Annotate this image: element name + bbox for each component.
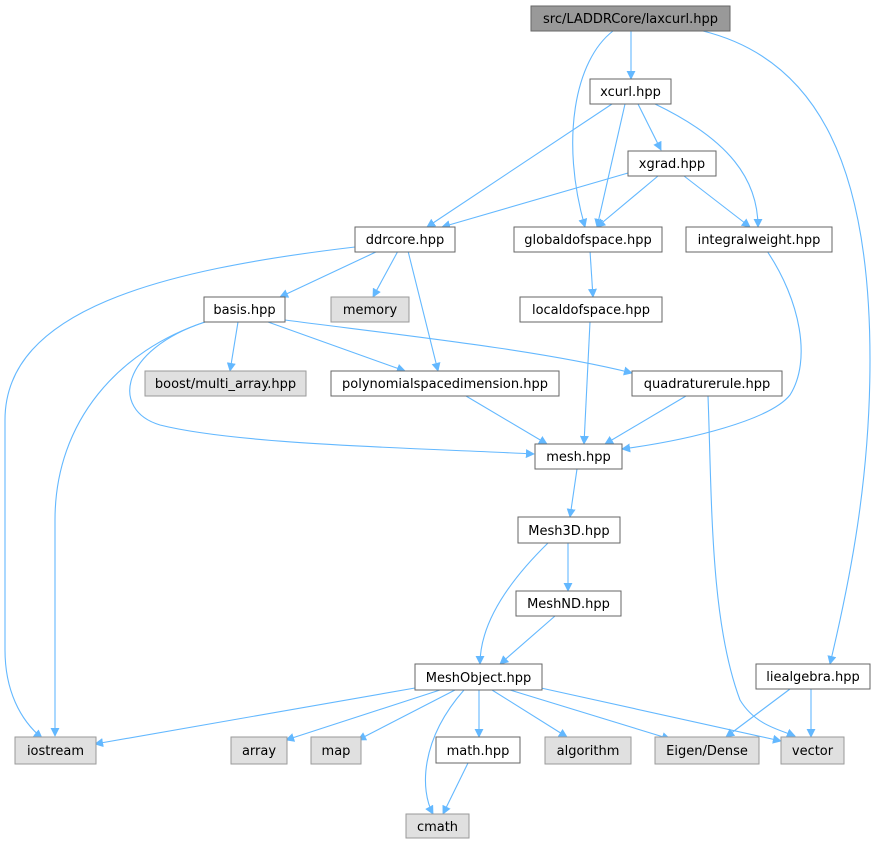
dependency-edges — [4, 30, 871, 815]
node-localdofspace[interactable]: localdofspace.hpp — [519, 296, 663, 323]
node-mesh3d[interactable]: Mesh3D.hpp — [517, 516, 621, 544]
node-polynomialspacedimension[interactable]: polynomialspacedimension.hpp — [330, 370, 560, 397]
edge-xgrad-integralweight — [683, 175, 751, 228]
svg-text:Eigen/Dense: Eigen/Dense — [666, 744, 748, 759]
edge-xgrad-ddrcore — [441, 172, 629, 230]
edge-xcurl-integralweight — [654, 103, 763, 228]
node-liealgebra[interactable]: liealgebra.hpp — [755, 663, 871, 690]
edge-meshobject-vector — [540, 687, 782, 744]
node-quadraturerule[interactable]: quadraturerule.hpp — [631, 370, 783, 397]
edge-xcurl-ddrcore — [426, 103, 613, 228]
edge-meshobject-algorithm — [491, 689, 568, 738]
node-mesh[interactable]: mesh.hpp — [534, 443, 623, 470]
svg-text:algorithm: algorithm — [557, 744, 620, 759]
svg-text:localdofspace.hpp: localdofspace.hpp — [532, 303, 650, 318]
svg-text:array: array — [242, 744, 276, 759]
edge-basis-boost — [226, 321, 239, 372]
svg-text:math.hpp: math.hpp — [447, 744, 510, 759]
svg-text:src/LADDRCore/laxcurl.hpp: src/LADDRCore/laxcurl.hpp — [543, 12, 718, 27]
edge-localdofspace-mesh — [579, 321, 591, 445]
node-map[interactable]: map — [310, 736, 362, 765]
edge-meshobject-map — [357, 689, 456, 741]
edge-basis-quadraturerule — [284, 319, 633, 376]
node-xgrad[interactable]: xgrad.hpp — [627, 150, 717, 177]
node-xcurl[interactable]: xcurl.hpp — [589, 78, 672, 105]
edge-meshobject-iostream — [94, 687, 416, 748]
edge-laxcurl-globaldofspace — [572, 30, 614, 228]
node-algorithm[interactable]: algorithm — [544, 736, 632, 765]
svg-text:polynomialspacedimension.hpp: polynomialspacedimension.hpp — [342, 377, 548, 392]
edge-laxcurl-liealgebra — [702, 30, 871, 665]
svg-text:basis.hpp: basis.hpp — [213, 303, 275, 318]
edge-xcurl-globaldofspace — [594, 103, 626, 228]
node-ddrcore[interactable]: ddrcore.hpp — [354, 226, 456, 253]
node-iostream[interactable]: iostream — [14, 736, 97, 765]
svg-text:ddrcore.hpp: ddrcore.hpp — [366, 233, 445, 248]
svg-text:map: map — [322, 744, 351, 759]
edge-liealgebra-eigen-dense — [725, 688, 791, 738]
edge-integralweight-mesh — [621, 250, 802, 453]
svg-text:iostream: iostream — [27, 744, 84, 759]
edge-meshobject-cmath — [424, 689, 465, 815]
svg-text:MeshND.hpp: MeshND.hpp — [527, 597, 610, 612]
node-vector[interactable]: vector — [780, 736, 845, 765]
svg-text:mesh.hpp: mesh.hpp — [546, 450, 611, 465]
node-laxcurl[interactable]: src/LADDRCore/laxcurl.hpp — [530, 5, 731, 32]
node-basis[interactable]: basis.hpp — [203, 296, 286, 323]
edge-ddrcore-polynomialspacedimension — [407, 250, 441, 372]
file-nodes: src/LADDRCore/laxcurl.hpp xcurl.hpp xgra… — [14, 5, 871, 839]
node-meshobject[interactable]: MeshObject.hpp — [414, 663, 543, 691]
svg-text:boost/multi_array.hpp: boost/multi_array.hpp — [155, 377, 296, 392]
svg-text:cmath: cmath — [417, 820, 458, 835]
edge-globaldofspace-localdofspace — [587, 250, 597, 298]
svg-text:liealgebra.hpp: liealgebra.hpp — [766, 670, 860, 685]
edge-ddrcore-memory — [372, 250, 399, 298]
edge-quadraturerule-vector — [707, 395, 796, 738]
edge-xcurl-xgrad — [637, 103, 662, 151]
node-memory[interactable]: memory — [330, 296, 410, 323]
node-globaldofspace[interactable]: globaldofspace.hpp — [513, 226, 663, 253]
node-array[interactable]: array — [230, 736, 288, 765]
node-cmath[interactable]: cmath — [405, 813, 470, 839]
edge-mesh-mesh3d — [566, 468, 578, 518]
edge-basis-polynomialspacedimension — [267, 321, 406, 373]
svg-text:integralweight.hpp: integralweight.hpp — [698, 233, 821, 248]
svg-text:xgrad.hpp: xgrad.hpp — [639, 157, 705, 172]
edge-math-cmath — [442, 762, 469, 815]
node-eigen-dense[interactable]: Eigen/Dense — [654, 736, 760, 765]
svg-text:Mesh3D.hpp: Mesh3D.hpp — [528, 524, 609, 539]
svg-text:quadraturerule.hpp: quadraturerule.hpp — [644, 377, 770, 392]
svg-text:memory: memory — [343, 303, 398, 318]
edge-xgrad-globaldofspace — [596, 175, 659, 228]
svg-text:xcurl.hpp: xcurl.hpp — [600, 85, 661, 100]
node-math[interactable]: math.hpp — [435, 736, 521, 764]
edge-meshobject-eigen-dense — [509, 689, 671, 741]
svg-text:vector: vector — [792, 744, 834, 759]
edge-meshnd-meshobject — [499, 615, 556, 665]
node-meshnd[interactable]: MeshND.hpp — [515, 590, 622, 617]
edge-meshobject-array — [285, 689, 441, 742]
svg-text:globaldofspace.hpp: globaldofspace.hpp — [524, 233, 651, 248]
node-integralweight[interactable]: integralweight.hpp — [685, 226, 833, 253]
edge-polynomialspacedimension-mesh — [465, 395, 548, 445]
node-boost-multi-array[interactable]: boost/multi_array.hpp — [144, 370, 307, 397]
edge-ddrcore-iostream — [4, 246, 356, 739]
edge-mesh3d-meshobject — [475, 542, 549, 665]
svg-text:MeshObject.hpp: MeshObject.hpp — [426, 671, 531, 686]
edge-basis-iostream — [50, 321, 206, 737]
edge-basis-mesh — [129, 321, 535, 459]
edge-ddrcore-basis — [279, 250, 379, 298]
edge-quadraturerule-mesh — [604, 395, 687, 445]
